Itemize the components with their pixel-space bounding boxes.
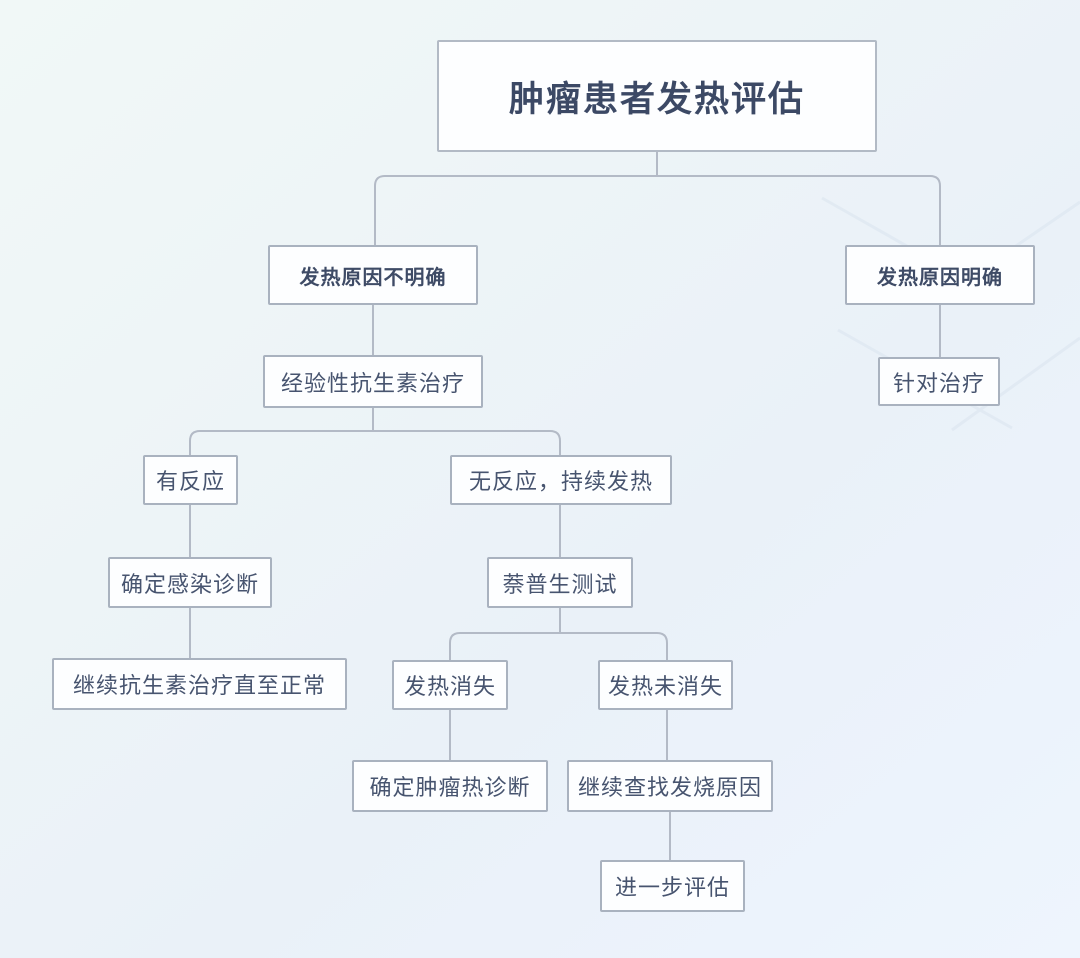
node-empiric-antibiotic-therapy: 经验性抗生素治疗 — [263, 355, 483, 408]
node-targeted-treatment: 针对治疗 — [878, 357, 1000, 406]
node-continue-antibiotics-until-normal: 继续抗生素治疗直至正常 — [52, 658, 347, 710]
node-naproxen-test: 萘普生测试 — [487, 557, 633, 608]
node-has-response: 有反应 — [143, 455, 238, 505]
node-further-evaluation: 进一步评估 — [600, 860, 745, 912]
node-fever-resolved: 发热消失 — [392, 660, 508, 710]
node-fever-not-resolved: 发热未消失 — [598, 660, 733, 710]
node-confirm-infection-diagnosis: 确定感染诊断 — [108, 557, 272, 608]
node-confirm-tumor-fever-diagnosis: 确定肿瘤热诊断 — [352, 760, 548, 812]
node-title: 肿瘤患者发热评估 — [437, 40, 877, 152]
node-no-response-persistent-fever: 无反应，持续发热 — [450, 455, 672, 505]
node-fever-cause-unclear: 发热原因不明确 — [268, 245, 478, 305]
node-fever-cause-clear: 发热原因明确 — [845, 245, 1035, 305]
node-continue-searching-fever-cause: 继续查找发烧原因 — [567, 760, 773, 812]
